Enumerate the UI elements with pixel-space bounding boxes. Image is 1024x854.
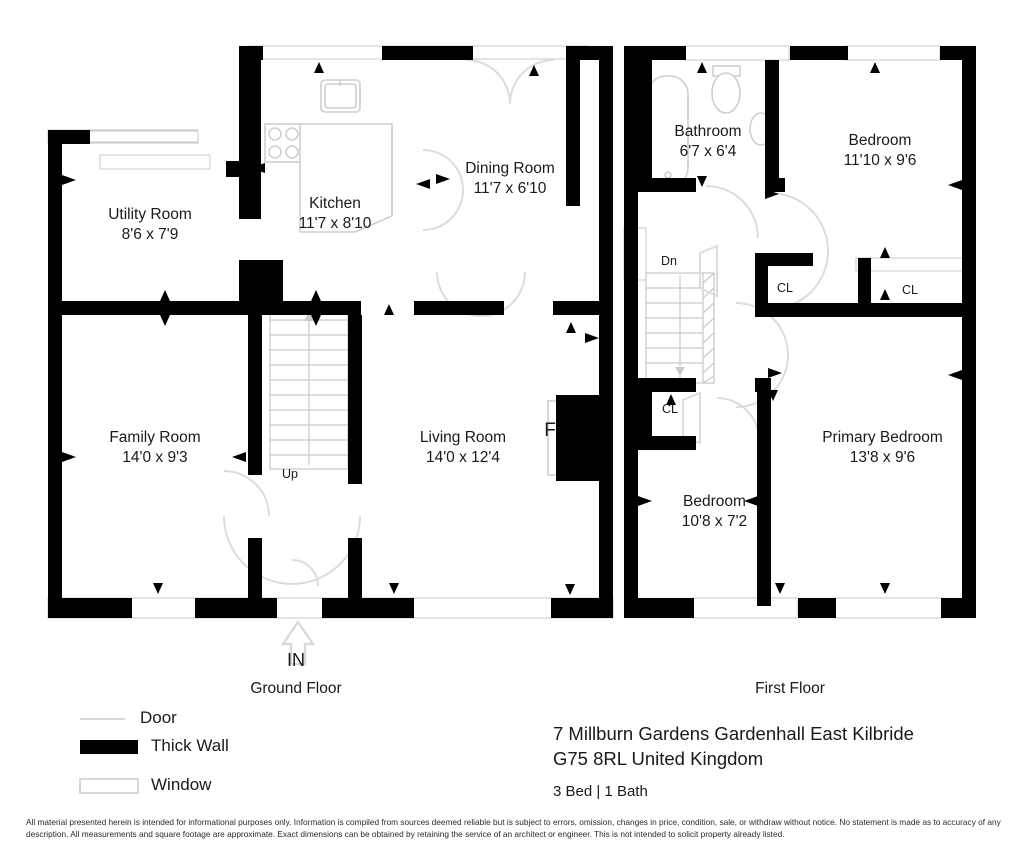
legend-window-symbol — [79, 778, 139, 794]
legend-window-label: Window — [151, 775, 212, 794]
ground-floor-door-arcs — [223, 59, 555, 587]
room-label-dining-room: Dining Room — [465, 160, 555, 177]
first-floor-walls — [624, 46, 976, 618]
legend-symbols — [79, 718, 139, 794]
room-label-bedroom-2: Bedroom — [848, 132, 912, 149]
closet-label-1: CL — [777, 281, 793, 295]
ground-floor-label: Ground Floor — [250, 680, 342, 697]
room-dim-family-room: 14'0 x 9'3 — [122, 449, 188, 466]
property-address-line1: 7 Millburn Gardens Gardenhall East Kilbr… — [553, 723, 914, 744]
ground-floor-walls — [48, 46, 613, 618]
room-label-bedroom-3: Bedroom — [683, 493, 746, 510]
ground-floor-plan — [47, 45, 614, 666]
room-dim-bedroom-2: 11'10 x 9'6 — [843, 152, 917, 169]
disclaimer-text: All material presented herein is intende… — [26, 817, 1001, 839]
fireplace-label: F — [544, 420, 556, 441]
property-address-line2: G75 8RL United Kingdom — [553, 748, 764, 769]
first-floor-direction-markers — [638, 62, 962, 594]
stairs-up-label: Up — [282, 467, 298, 481]
legend-thick-wall-symbol — [80, 740, 138, 754]
closet-label-2: CL — [902, 283, 918, 297]
staircase-up — [269, 304, 349, 470]
room-label-living-room: Living Room — [419, 429, 507, 446]
room-dim-bathroom: 6'7 x 6'4 — [679, 143, 737, 160]
legend-thick-wall-label: Thick Wall — [151, 736, 229, 755]
room-label-utility-room: Utility Room — [108, 206, 192, 223]
staircase-down — [645, 272, 715, 384]
room-dim-dining-room: 11'7 x 6'10 — [473, 180, 547, 197]
room-label-kitchen: Kitchen — [309, 195, 361, 212]
room-label-bathroom: Bathroom — [674, 123, 742, 140]
room-dim-primary-bedroom: 13'8 x 9'6 — [849, 449, 916, 466]
entry-arrow-icon — [280, 619, 316, 666]
stairs-down-label: Dn — [661, 254, 677, 268]
legend-door-label: Door — [140, 708, 177, 727]
closet-label-3: CL — [662, 402, 678, 416]
room-dim-utility-room: 8'6 x 7'9 — [121, 226, 179, 243]
room-dim-kitchen: 11'7 x 8'10 — [298, 215, 372, 232]
entry-label: IN — [287, 650, 305, 670]
first-floor-plan — [623, 45, 976, 619]
first-floor-label: First Floor — [755, 680, 825, 697]
counter-icon — [299, 123, 393, 233]
room-dim-living-room: 14'0 x 12'4 — [425, 449, 500, 466]
ground-floor-direction-markers — [62, 62, 599, 595]
room-dim-bedroom-3: 10'8 x 7'2 — [681, 513, 748, 530]
kitchen-fixtures — [264, 79, 393, 233]
property-summary: 3 Bed | 1 Bath — [553, 783, 648, 800]
room-label-family-room: Family Room — [109, 429, 201, 446]
room-label-primary-bedroom: Primary Bedroom — [822, 429, 943, 446]
